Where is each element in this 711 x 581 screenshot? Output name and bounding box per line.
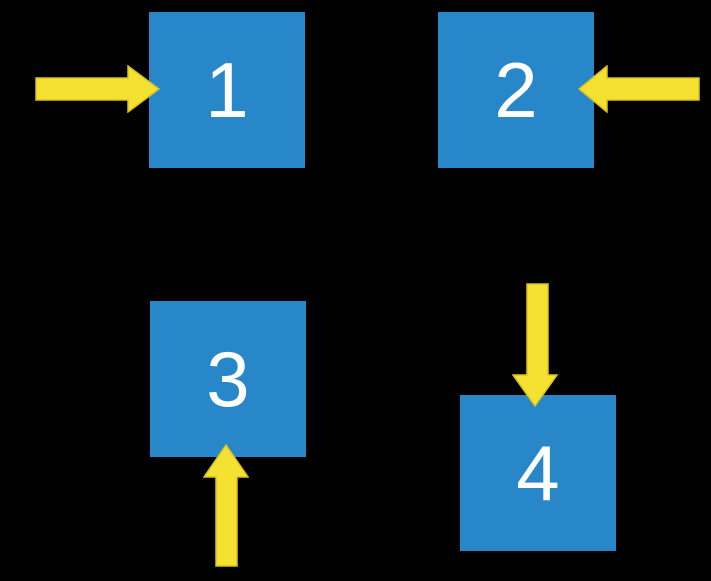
arrow-down-icon: [512, 283, 558, 407]
box-1: 1: [149, 12, 305, 168]
arrow-left-icon: [578, 65, 700, 113]
box-4: 4: [460, 395, 616, 551]
box-4-label: 4: [516, 429, 560, 517]
box-2: 2: [438, 12, 594, 168]
box-1-label: 1: [205, 46, 249, 134]
arrow-up-icon: [203, 444, 249, 567]
box-3: 3: [150, 301, 306, 457]
box-3-label: 3: [206, 335, 250, 423]
arrow-right-icon: [35, 65, 161, 113]
box-2-label: 2: [494, 46, 538, 134]
